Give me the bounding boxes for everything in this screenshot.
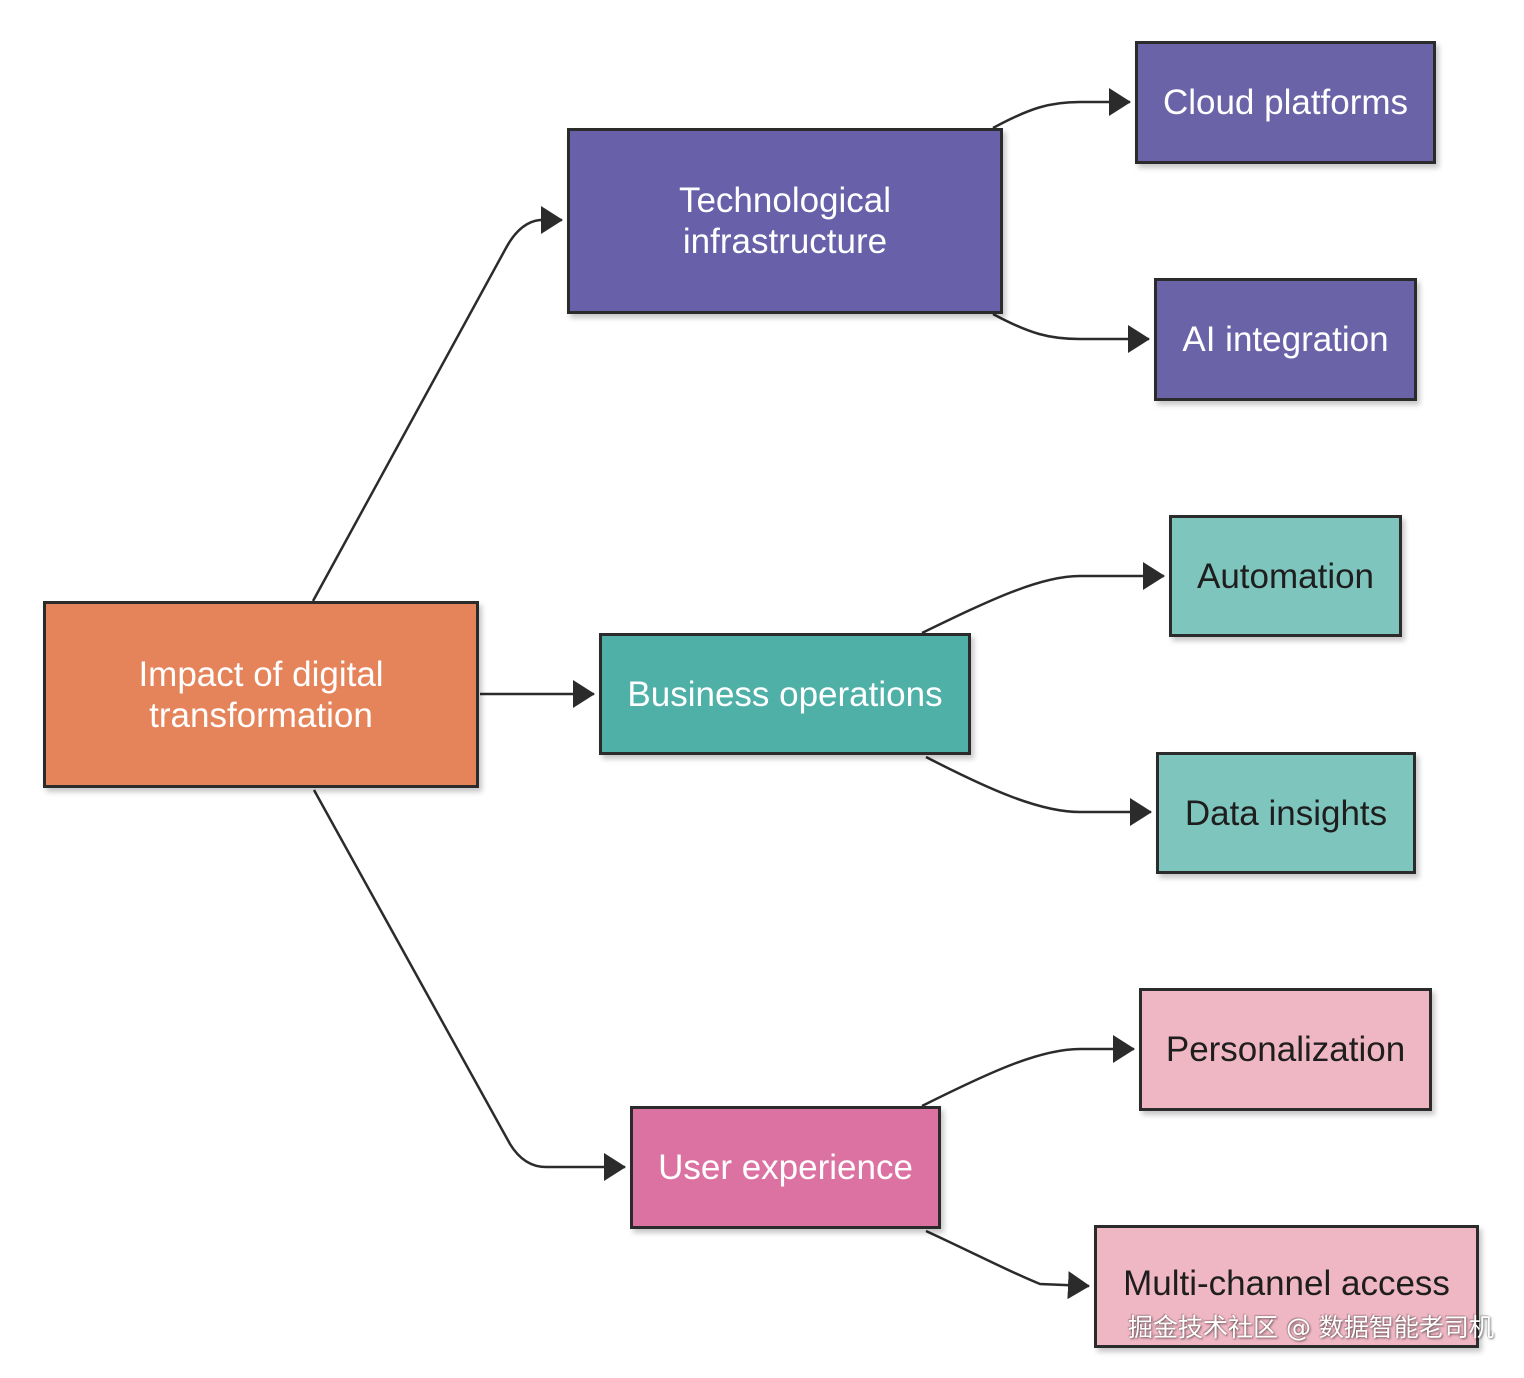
edge-biz-data [925, 755, 1152, 826]
watermark-text: 掘金技术社区 @ 数据智能老司机 [1128, 1313, 1494, 1342]
node-data-insights: Data insights [1156, 752, 1416, 874]
node-cloud-platforms: Cloud platforms [1135, 41, 1436, 164]
edge-biz-auto [921, 562, 1165, 635]
edge-tech-ai [992, 312, 1150, 353]
node-label-data: Data insights [1184, 793, 1388, 833]
edge-root-tech [311, 206, 563, 602]
node-impact-of-digital-transformation: Impact of digital transformation [43, 601, 479, 788]
node-label-auto: Automation [1196, 556, 1375, 596]
node-ai-integration: AI integration [1154, 278, 1417, 401]
node-label-ai: AI integration [1182, 320, 1389, 359]
node-label-tech: Technological infrastructure [678, 181, 892, 261]
node-label-multi: Multi-channel access [1123, 1264, 1450, 1303]
edge-tech-cloud [992, 88, 1131, 130]
node-automation: Automation [1169, 515, 1402, 637]
edge-ux-multi [925, 1229, 1090, 1300]
node-business-operations: Business operations [599, 633, 971, 755]
edge-ux-pers [921, 1035, 1135, 1108]
node-label-pers: Personalization [1165, 1030, 1406, 1069]
node-multi-channel-access: Multi-channel access [1094, 1225, 1479, 1348]
node-label-root: Impact of digital transformation [138, 654, 384, 735]
node-user-experience: User experience [630, 1106, 941, 1229]
node-label-biz: Business operations [627, 674, 943, 714]
node-label-ux: User experience [658, 1148, 913, 1187]
node-personalization: Personalization [1139, 988, 1432, 1111]
edge-root-ux [312, 789, 626, 1181]
node-label-cloud: Cloud platforms [1162, 83, 1409, 122]
node-technological-infrastructure: Technological infrastructure [567, 128, 1003, 314]
